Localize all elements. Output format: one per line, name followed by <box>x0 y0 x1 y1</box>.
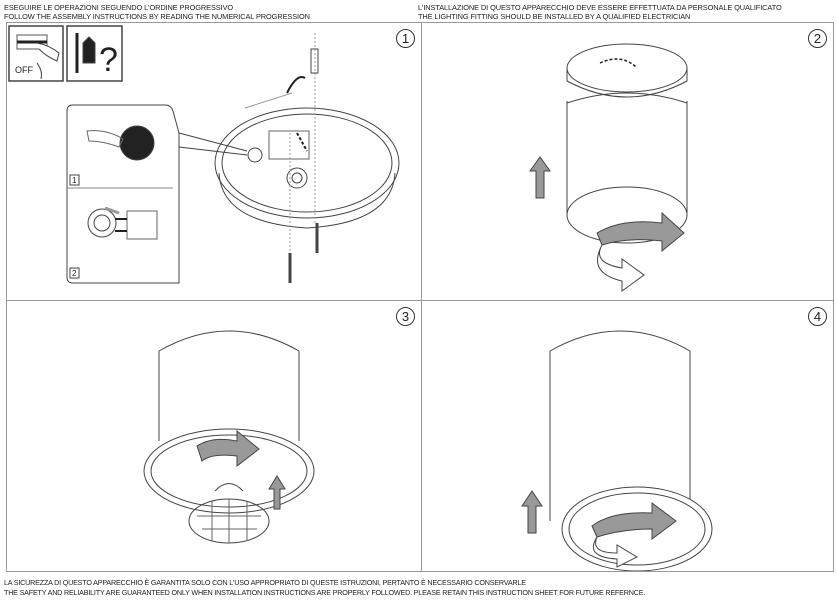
header-text-it: L'INSTALLAZIONE DI QUESTO APPARECCHIO DE… <box>418 3 782 12</box>
footer-safety-notice: LA SICUREZZA DI QUESTO APPARECCHIO È GAR… <box>4 578 645 597</box>
sub-step-1-label: 1 <box>72 176 77 185</box>
ceiling-fixture-base <box>214 33 400 283</box>
up-arrow-icon <box>529 156 551 199</box>
footer-text-en: THE SAFETY AND RELIABILITY ARE GUARANTEE… <box>4 587 646 597</box>
step-1-panel: 1 OFF ? <box>7 23 422 301</box>
step-4-panel: 4 <box>422 301 833 571</box>
instruction-grid: 1 OFF ? <box>6 22 834 572</box>
step-4-illustration <box>521 330 713 571</box>
step-2-illustration <box>529 43 688 292</box>
step-2-panel: 2 <box>422 23 833 301</box>
step-number: 3 <box>396 307 415 326</box>
screw-and-plug-icon <box>66 25 123 82</box>
header-text-it: ESEGUIRE LE OPERAZIONI SEGUENDO L'ORDINE… <box>4 3 234 12</box>
step-3-panel: 3 <box>7 301 422 571</box>
header-instructions-left: ESEGUIRE LE OPERAZIONI SEGUENDO L'ORDINE… <box>4 3 310 21</box>
up-arrow-icon <box>521 490 543 534</box>
footer-text-it: LA SICUREZZA DI QUESTO APPARECCHIO È GAR… <box>4 578 526 587</box>
step-3-illustration <box>143 330 315 544</box>
sub-step-1-box <box>69 174 80 186</box>
off-label: OFF <box>15 65 33 75</box>
detail-callout <box>66 104 248 284</box>
sub-step-2-label: 2 <box>72 269 77 278</box>
header-text-en: FOLLOW THE ASSEMBLY INSTRUCTIONS BY READ… <box>4 12 310 21</box>
rotate-arrow-icon <box>591 502 677 540</box>
rotate-arrow-icon <box>596 211 685 253</box>
rotate-arrow-icon <box>196 429 260 468</box>
sub-step-2-box <box>69 267 80 279</box>
step-number: 1 <box>396 29 415 48</box>
rotate-arrow-outline-icon <box>597 244 645 292</box>
up-arrow-icon <box>268 475 286 510</box>
power-off-icon <box>8 25 64 82</box>
question-mark: ? <box>99 41 118 79</box>
step-1-illustration: OFF ? 1 2 <box>8 25 400 284</box>
header-instructions-right: L'INSTALLAZIONE DI QUESTO APPARECCHIO DE… <box>418 3 782 21</box>
rotate-arrow-outline-icon <box>592 536 639 568</box>
step-number: 4 <box>808 307 827 326</box>
step-number: 2 <box>808 29 827 48</box>
lamp-cylinder <box>566 101 688 213</box>
header-text-en: THE LIGHTING FITTING SHOULD BE INSTALLED… <box>418 12 691 21</box>
